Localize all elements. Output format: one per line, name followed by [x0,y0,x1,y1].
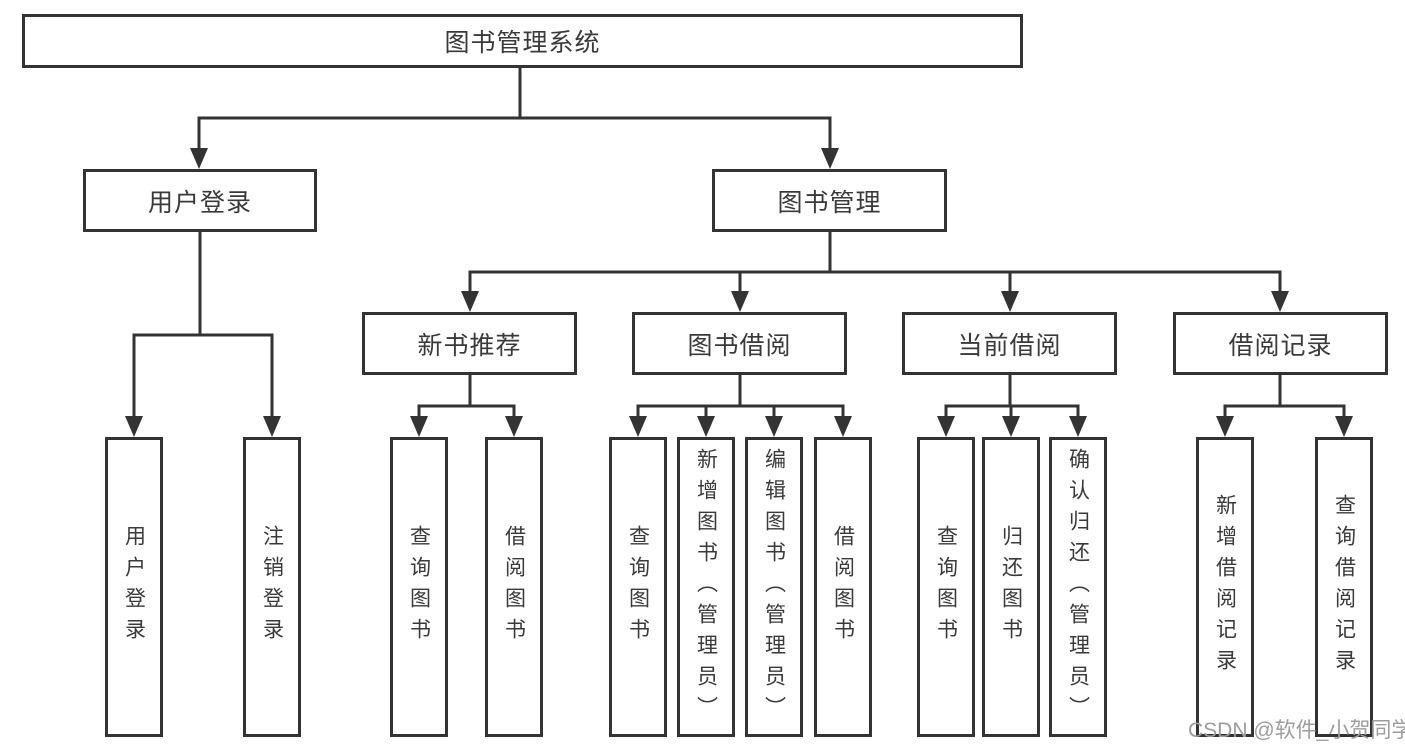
arrow-down-icon [834,416,852,437]
leaf-return-books: 归还图书 [982,437,1040,737]
node-label: 借阅图书 [502,525,526,649]
node-borrowing-records: 借阅记录 [1173,312,1388,375]
arrow-down-icon [505,416,523,437]
node-current-borrowing: 当前借阅 [902,312,1117,375]
node-label: 图书管理系统 [444,29,601,57]
leaf-borrow-books-1: 借阅图书 [485,437,543,737]
node-new-book-recommendation: 新书推荐 [362,312,577,375]
leaf-user-login: 用户登录 [105,437,163,737]
node-label: 用户登录 [122,525,146,649]
arrow-down-icon [1335,416,1353,437]
connector-current-borrowing-children [937,375,1087,437]
arrow-down-icon [731,291,749,312]
node-label: 借阅记录 [1228,331,1333,360]
arrow-down-icon [629,416,647,437]
node-library-management-system: 图书管理系统 [22,14,1023,68]
node-book-borrowing: 图书借阅 [632,312,847,375]
connector-book-management-children [461,232,1289,312]
node-label: 图书借阅 [687,331,792,360]
leaf-add-book-admin: 新增图书（管理员） [677,437,735,737]
arrow-down-icon [461,291,479,312]
node-user-login: 用户登录 [83,169,317,232]
connector-book-borrowing-children [629,375,852,437]
arrow-down-icon [125,416,143,437]
node-label: 图书管理 [777,188,882,217]
leaf-query-books-3: 查询图书 [917,437,975,737]
leaf-borrow-books-2: 借阅图书 [814,437,872,737]
arrow-down-icon [937,416,955,437]
node-label: 归还图书 [999,525,1023,649]
leaf-confirm-return-admin: 确认归还（管理员） [1049,437,1107,737]
node-label: 查询借阅记录 [1332,494,1356,680]
arrow-down-icon [765,416,783,437]
arrow-down-icon [1001,291,1019,312]
leaf-query-books-2: 查询图书 [609,437,667,737]
connector-root-to-level2 [190,68,839,169]
node-label: 确认归还（管理员） [1066,447,1090,727]
node-label: 新增图书（管理员） [694,447,718,727]
node-label: 编辑图书（管理员） [762,447,786,727]
arrow-down-icon [1271,291,1289,312]
node-label: 新书推荐 [417,331,522,360]
arrow-down-icon [821,148,839,169]
node-label: 注销登录 [260,525,284,649]
leaf-add-borrow-record: 新增借阅记录 [1196,437,1254,737]
leaf-logout: 注销登录 [243,437,301,737]
leaf-query-borrow-record: 查询借阅记录 [1315,437,1373,737]
connector-borrowing-records-children [1216,375,1353,437]
node-label: 查询图书 [626,525,650,649]
arrow-down-icon [190,148,208,169]
connector-user-login-children [125,232,281,437]
node-label: 当前借阅 [957,331,1062,360]
watermark: CSDN @软件_小贺同学 [1188,719,1405,742]
arrow-down-icon [1002,416,1020,437]
connector-new-book-recommendation-children [410,375,523,437]
arrow-down-icon [263,416,281,437]
arrow-down-icon [410,416,428,437]
arrow-down-icon [697,416,715,437]
leaf-query-books-1: 查询图书 [390,437,448,737]
node-label: 新增借阅记录 [1213,494,1237,680]
node-book-management: 图书管理 [712,169,947,232]
node-label: 借阅图书 [831,525,855,649]
leaf-edit-book-admin: 编辑图书（管理员） [745,437,803,737]
node-label: 查询图书 [934,525,958,649]
arrow-down-icon [1216,416,1234,437]
arrow-down-icon [1069,416,1087,437]
node-label: 查询图书 [407,525,431,649]
node-label: 用户登录 [147,188,252,217]
